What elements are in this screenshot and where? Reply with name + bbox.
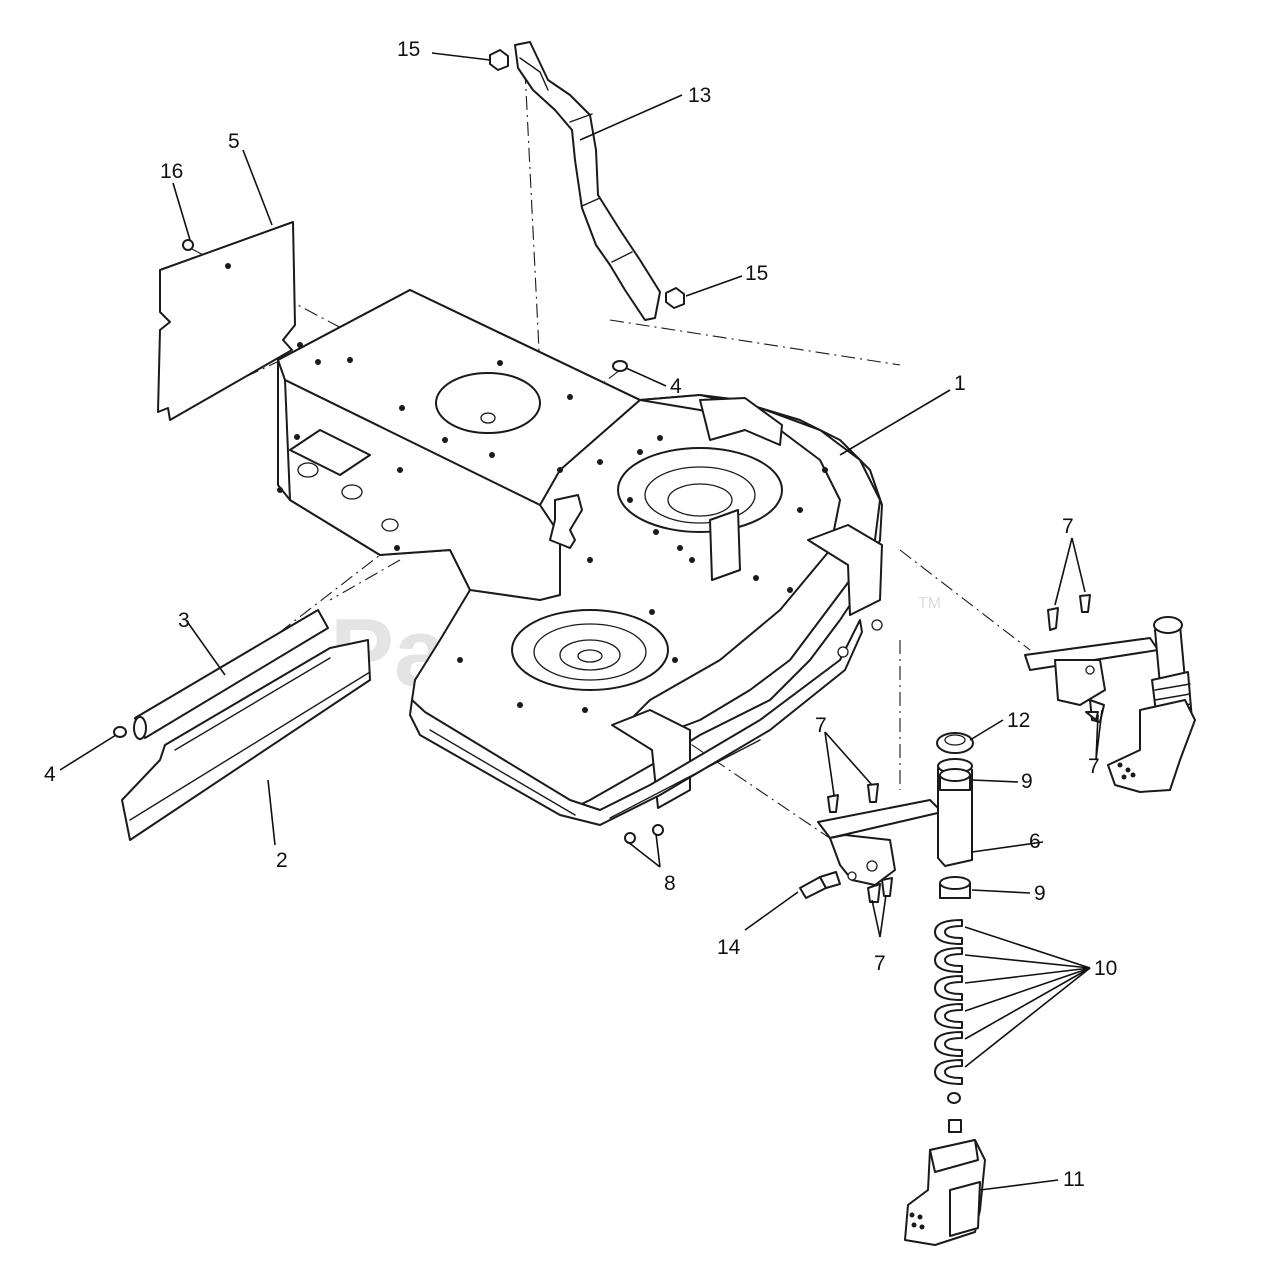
part-lift-arm [514, 41, 661, 321]
callout-12: 12 [1007, 709, 1030, 732]
callout-7-bottom: 7 [874, 952, 886, 975]
part-spacers [934, 919, 963, 1133]
part-mower-deck [277, 289, 883, 844]
part-dust-cap [936, 732, 974, 754]
part-shield-screw [182, 239, 194, 251]
callout-16: 16 [160, 160, 183, 183]
part-bushing-lower [939, 876, 971, 899]
callout-14: 14 [717, 936, 741, 959]
callout-15-lower: 15 [745, 262, 768, 285]
callout-10: 10 [1094, 957, 1117, 980]
callout-13: 13 [688, 84, 711, 107]
callout-2: 2 [276, 849, 288, 872]
callout-4-left: 4 [44, 763, 56, 786]
watermark-trademark: TM [918, 595, 941, 612]
part-nut-lower [665, 287, 685, 309]
part-screws-right [1047, 594, 1105, 723]
part-bushing-upper [939, 768, 971, 791]
callout-7-front: 7 [815, 714, 827, 737]
callout-5: 5 [228, 130, 240, 153]
callout-8: 8 [664, 872, 676, 895]
callout-3: 3 [178, 609, 190, 632]
part-bolt-top [612, 360, 628, 372]
callout-15-top: 15 [397, 38, 420, 61]
callout-labels: 15 13 5 16 15 4 1 7 3 12 7 4 9 7 6 2 8 9… [44, 38, 1117, 1191]
part-nut-top [489, 49, 509, 71]
callout-4-top: 4 [670, 375, 682, 398]
callout-11: 11 [1063, 1168, 1085, 1191]
part-caster-wheel [904, 1139, 986, 1246]
callout-6: 6 [1029, 830, 1041, 853]
callout-1: 1 [954, 372, 966, 395]
part-shield-plate [157, 221, 296, 421]
leader-lines [59, 52, 1103, 1191]
callout-9-lower: 9 [1034, 882, 1046, 905]
part-nuts [624, 824, 664, 844]
callout-7-lower-right: 7 [1088, 755, 1100, 778]
part-baffle [121, 639, 371, 841]
part-caster-assembly-right [1024, 616, 1196, 793]
part-rod [133, 609, 329, 740]
part-bolt-left [113, 726, 127, 738]
part-shoulder-bolt [799, 871, 841, 899]
part-screws-front [827, 783, 893, 903]
callout-7-upper-right: 7 [1062, 515, 1074, 538]
callout-9-upper: 9 [1021, 770, 1033, 793]
